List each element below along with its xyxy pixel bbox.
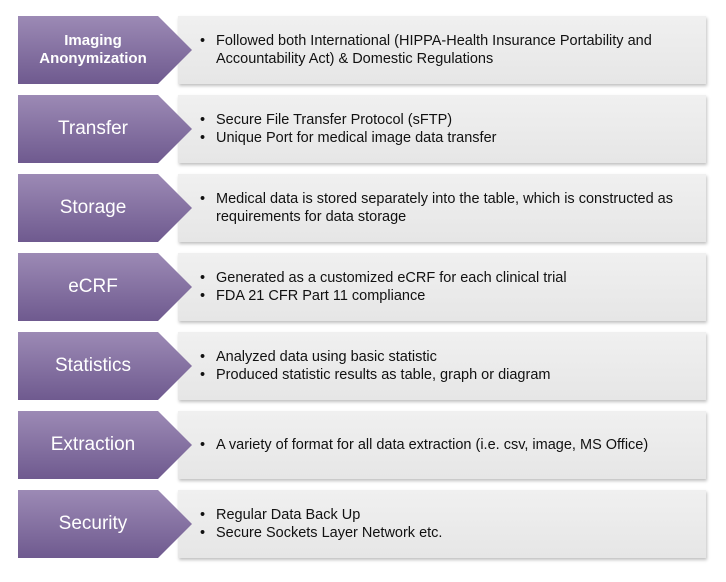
bullet-item: Analyzed data using basic statistic (200, 348, 710, 366)
chevron-shape (18, 490, 192, 558)
chevron-shape (18, 174, 192, 242)
step-label: Extraction (18, 411, 168, 479)
step-label: Security (18, 490, 168, 558)
bullet-item: Generated as a customized eCRF for each … (200, 269, 710, 287)
process-row: Analyzed data using basic statisticProdu… (0, 332, 726, 400)
step-label: Storage (18, 174, 168, 242)
bullet-item: Secure Sockets Layer Network etc. (200, 524, 710, 542)
step-label-text: Transfer (57, 118, 129, 139)
process-row: A variety of format for all data extract… (0, 411, 726, 479)
bullet-item: Unique Port for medical image data trans… (200, 129, 710, 147)
chevron-arrow (18, 174, 192, 242)
bullet-list: Secure File Transfer Protocol (sFTP)Uniq… (200, 95, 710, 163)
bullet-item: Regular Data Back Up (200, 506, 710, 524)
chevron-shape (18, 95, 192, 163)
step-label: eCRF (18, 253, 168, 321)
chevron-arrow (18, 490, 192, 558)
chevron-arrow (18, 332, 192, 400)
bullet-item: FDA 21 CFR Part 11 compliance (200, 287, 710, 305)
bullet-list: Analyzed data using basic statisticProdu… (200, 332, 710, 400)
step-label-text: Extraction (50, 434, 136, 455)
chevron-shape (18, 16, 192, 84)
bullet-item: Produced statistic results as table, gra… (200, 366, 710, 384)
chevron-arrow (18, 253, 192, 321)
bullet-item: Secure File Transfer Protocol (sFTP) (200, 111, 710, 129)
bullet-list: Generated as a customized eCRF for each … (200, 253, 710, 321)
process-row: Secure File Transfer Protocol (sFTP)Uniq… (0, 95, 726, 163)
bullet-list: Followed both International (HIPPA-Healt… (200, 16, 710, 84)
chevron-shape (18, 411, 192, 479)
step-label: Transfer (18, 95, 168, 163)
process-row: Generated as a customized eCRF for each … (0, 253, 726, 321)
bullet-list: Regular Data Back UpSecure Sockets Layer… (200, 490, 710, 558)
chevron-shape (18, 332, 192, 400)
bullet-item: Medical data is stored separately into t… (200, 190, 710, 226)
bullet-list: A variety of format for all data extract… (200, 411, 710, 479)
bullet-list: Medical data is stored separately into t… (200, 174, 710, 242)
process-row: Regular Data Back UpSecure Sockets Layer… (0, 490, 726, 558)
process-row: Medical data is stored separately into t… (0, 174, 726, 242)
step-label-text: Storage (59, 197, 127, 218)
chevron-shape (18, 253, 192, 321)
chevron-arrow (18, 16, 192, 84)
step-label-text: Security (58, 513, 128, 534)
step-label: Statistics (18, 332, 168, 400)
bullet-item: A variety of format for all data extract… (200, 436, 710, 454)
chevron-arrow (18, 95, 192, 163)
chevron-arrow (18, 411, 192, 479)
bullet-item: Followed both International (HIPPA-Healt… (200, 32, 710, 68)
step-label-text: eCRF (68, 276, 118, 297)
process-row: Followed both International (HIPPA-Healt… (0, 16, 726, 84)
step-label-text: Statistics (54, 355, 132, 376)
